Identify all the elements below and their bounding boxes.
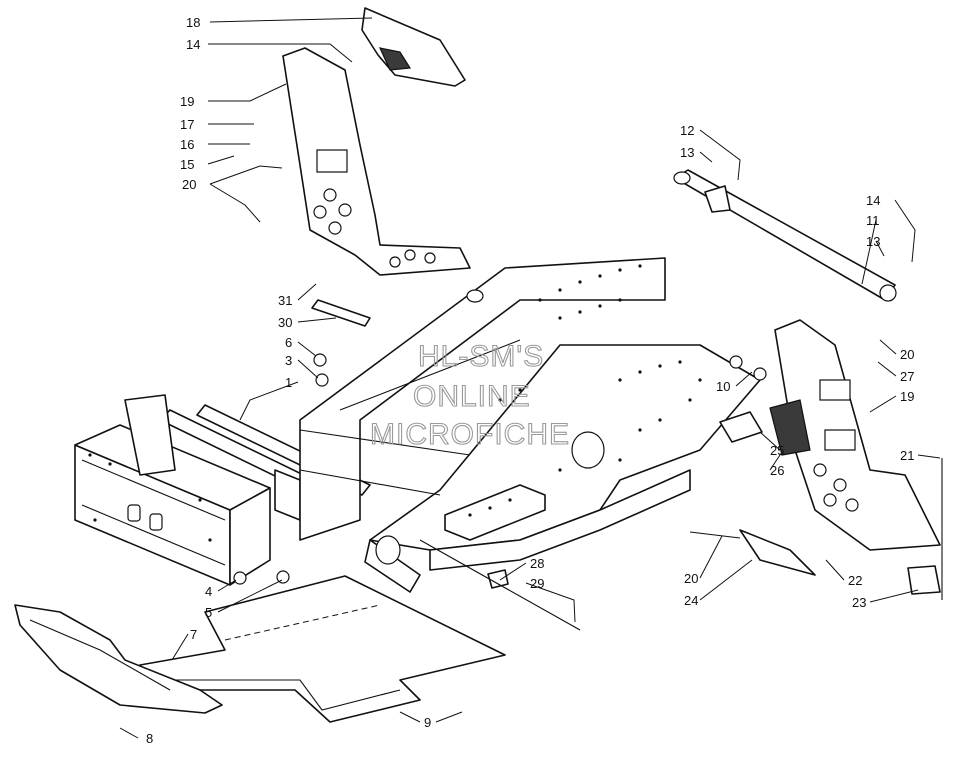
callout-27: 27 (900, 369, 914, 384)
callout-13: 13 (680, 145, 694, 160)
watermark-line-1: HL-SM'S (418, 340, 544, 373)
callout-22: 22 (848, 573, 862, 588)
callout-3: 3 (285, 353, 292, 368)
callout-labels: 18 14 19 17 16 15 20 12 13 14 11 13 31 3… (146, 15, 914, 746)
callout-23: 23 (852, 595, 866, 610)
callout-14: 14 (866, 193, 880, 208)
callout-19: 19 (900, 389, 914, 404)
callout-19: 19 (180, 94, 194, 109)
frame-rivets (88, 264, 702, 542)
callout-5: 5 (205, 605, 212, 620)
callout-14: 14 (186, 37, 200, 52)
callout-21: 21 (900, 448, 914, 463)
callout-11: 11 (866, 213, 880, 228)
callout-7: 7 (190, 627, 197, 642)
leader-lines (119, 17, 941, 739)
watermark: HL-SM'S ONLINE MICROFICHE (369, 339, 570, 451)
callout-10: 10 (716, 379, 730, 394)
callout-20: 20 (182, 177, 196, 192)
callout-16: 16 (180, 137, 194, 152)
callout-31: 31 (278, 293, 292, 308)
callout-20: 20 (684, 571, 698, 586)
front-skid-plate (14, 604, 223, 714)
callout-17: 17 (180, 117, 194, 132)
callout-29: 29 (530, 576, 544, 591)
watermark-line-3: MICROFICHE (370, 418, 570, 451)
dash-panel (361, 7, 466, 87)
watermark-line-2: ONLINE (413, 380, 531, 413)
callout-28: 28 (530, 556, 544, 571)
steering-post-bar (673, 169, 897, 302)
callout-18: 18 (186, 15, 200, 30)
callout-8: 8 (146, 731, 153, 746)
callout-1: 1 (285, 375, 292, 390)
callout-4: 4 (205, 584, 212, 599)
belly-pan (139, 575, 506, 723)
right-footrest (769, 319, 941, 551)
callout-20: 20 (900, 347, 914, 362)
callout-13: 13 (866, 234, 880, 249)
main-frame (74, 257, 761, 593)
callout-9: 9 (424, 715, 431, 730)
callout-25: 25 (770, 443, 784, 458)
callout-30: 30 (278, 315, 292, 330)
callout-6: 6 (285, 335, 292, 350)
hardware (233, 299, 943, 631)
callout-12: 12 (680, 123, 694, 138)
callout-26: 26 (770, 463, 784, 478)
callout-24: 24 (684, 593, 698, 608)
left-footrest (282, 47, 471, 276)
callout-15: 15 (180, 157, 194, 172)
